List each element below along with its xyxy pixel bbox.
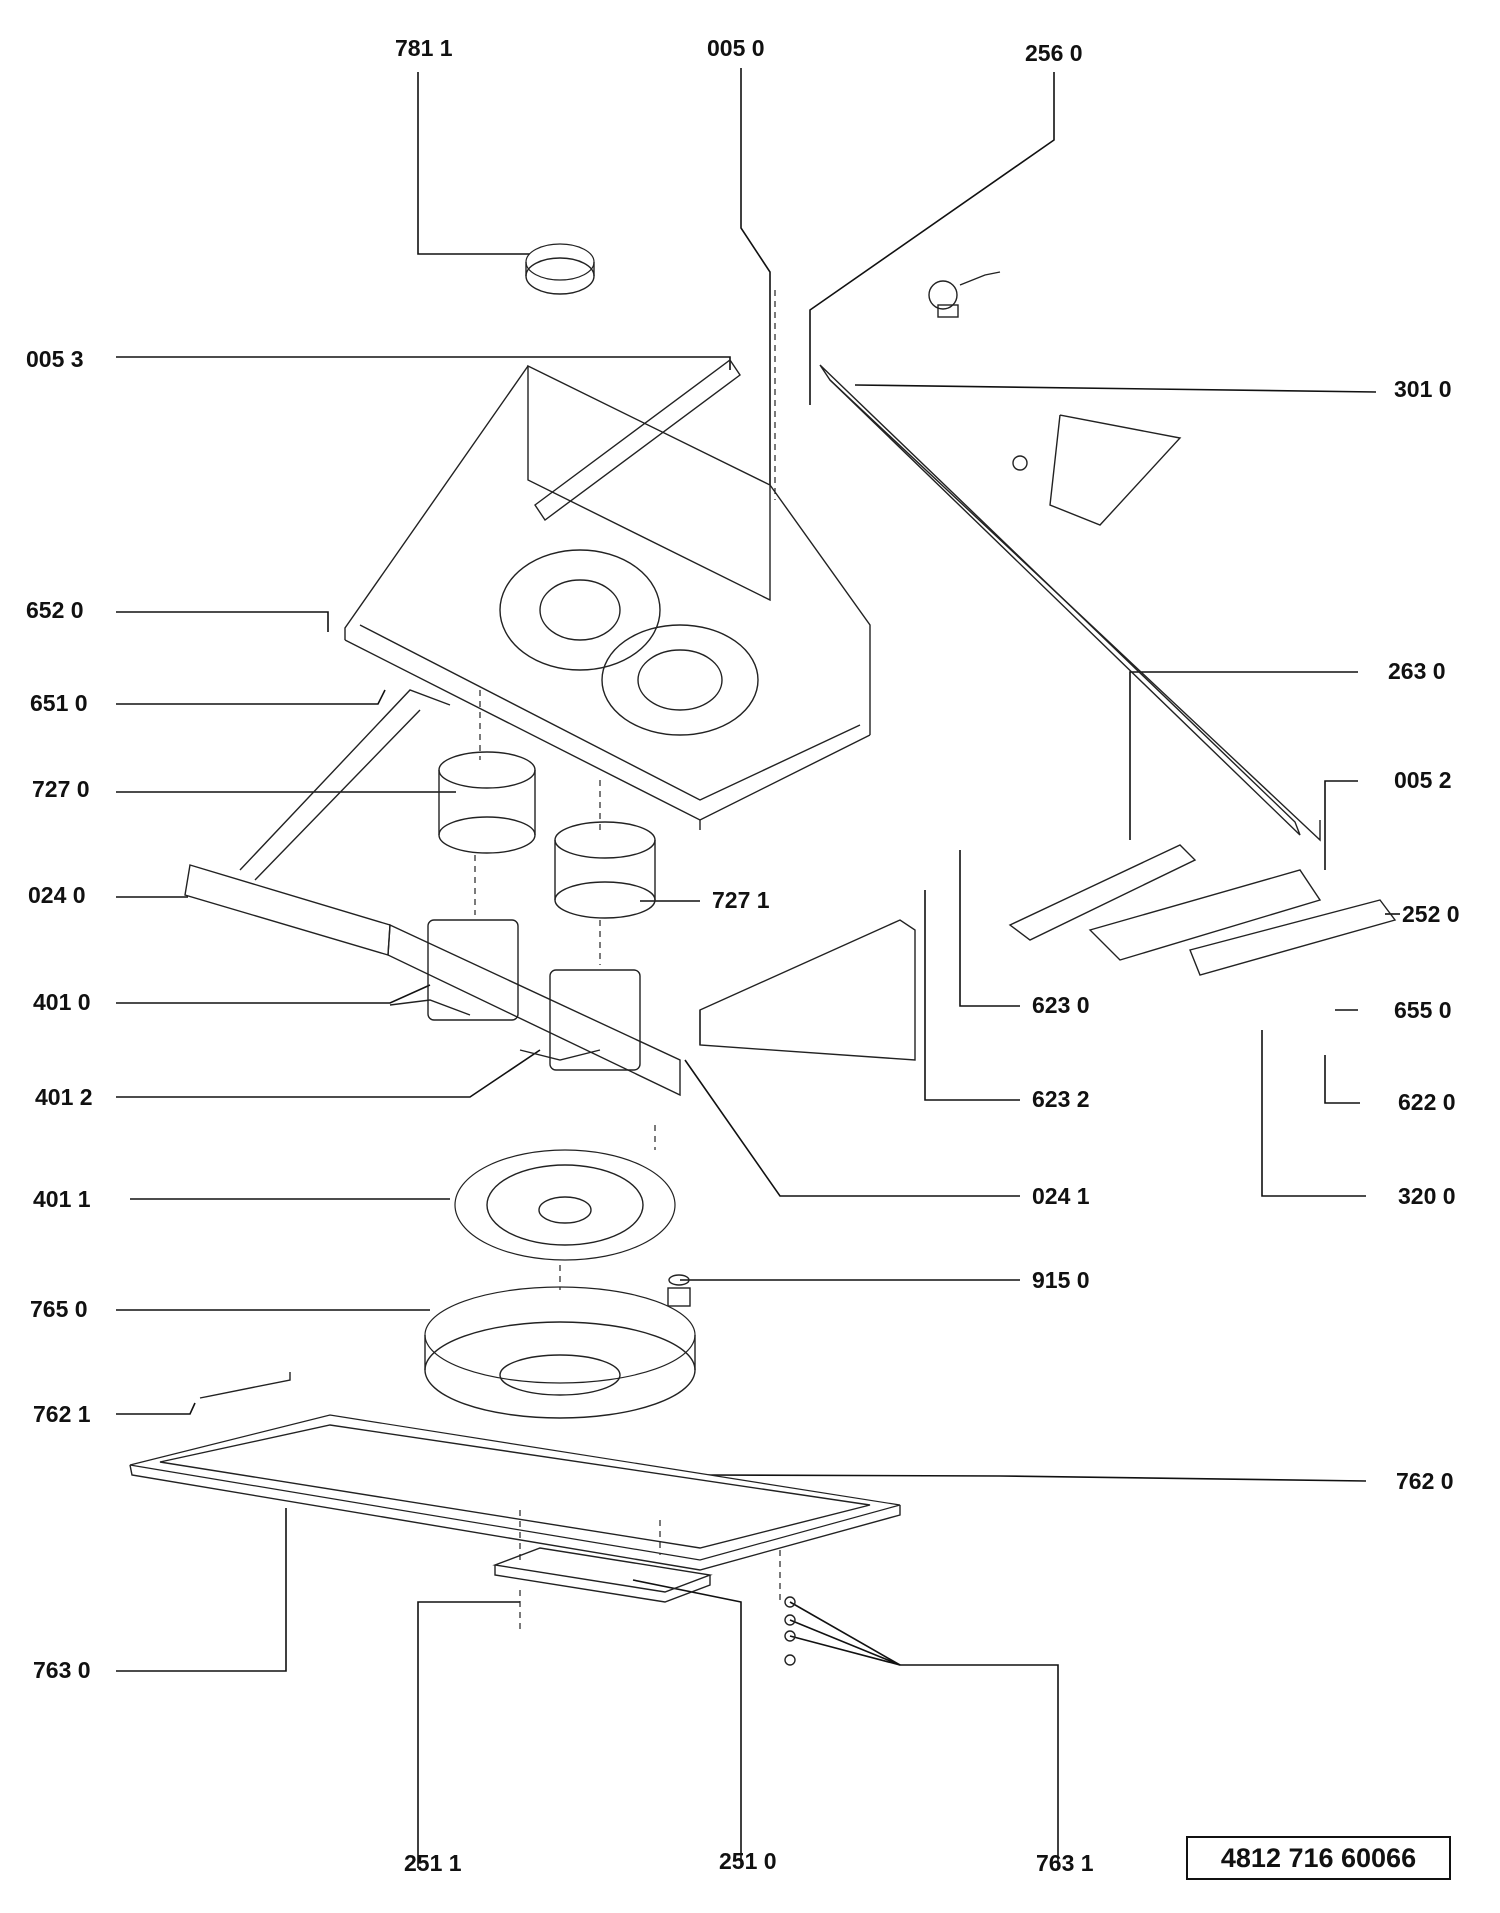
part-label-0053: 005 3 — [26, 346, 84, 372]
part-label-7271: 727 1 — [712, 887, 770, 913]
part-label-4012: 401 2 — [35, 1084, 93, 1110]
document-number: 4812 716 60066 — [1220, 1842, 1417, 1873]
part-label-0240: 024 0 — [28, 882, 86, 908]
part-label-6550: 655 0 — [1394, 997, 1452, 1023]
part-label-0050: 005 0 — [707, 35, 765, 61]
part-label-6520: 652 0 — [26, 597, 84, 623]
grease-filter-drawing — [424, 1286, 696, 1419]
part-label-7811: 781 1 — [395, 35, 453, 61]
lamp-holder-drawing — [928, 271, 1182, 526]
front-panel-drawing — [184, 689, 1397, 1097]
motor-drawing — [389, 919, 641, 1071]
part-label-4010: 401 0 — [33, 989, 91, 1015]
hood-body-drawing — [344, 290, 1321, 842]
light-cover-drawing — [492, 1510, 713, 1603]
document-number-box: 4812 716 60066 — [1186, 1836, 1451, 1880]
part-label-9150: 915 0 — [1032, 1267, 1090, 1293]
part-label-7270: 727 0 — [32, 776, 90, 802]
blower-housing-drawing — [499, 549, 759, 736]
knob-drawing — [667, 1274, 691, 1307]
assembly-axes — [474, 690, 656, 1290]
leader-lines — [116, 68, 1400, 1868]
part-label-3010: 301 0 — [1394, 376, 1452, 402]
part-label-7650: 765 0 — [30, 1296, 88, 1322]
fan-wheel-drawing — [438, 751, 656, 919]
screw-set-drawing — [519, 1550, 796, 1666]
lower-frame-drawing — [129, 1372, 901, 1571]
part-label-2520: 252 0 — [1402, 901, 1460, 927]
part-label-2511: 251 1 — [404, 1850, 462, 1876]
part-label-6510: 651 0 — [30, 690, 88, 716]
motor-plate-drawing — [454, 1149, 676, 1261]
part-label-7630: 763 0 — [33, 1657, 91, 1683]
outlet-spigot-drawing — [525, 243, 595, 295]
part-label-7621: 762 1 — [33, 1401, 91, 1427]
part-label-7620: 762 0 — [1396, 1468, 1454, 1494]
part-label-2510: 251 0 — [719, 1848, 777, 1874]
part-label-6230: 623 0 — [1032, 992, 1090, 1018]
part-label-0241: 024 1 — [1032, 1183, 1090, 1209]
part-label-4011: 401 1 — [33, 1186, 91, 1212]
part-label-2560: 256 0 — [1025, 40, 1083, 66]
part-label-3200: 320 0 — [1398, 1183, 1456, 1209]
part-label-7631: 763 1 — [1036, 1850, 1094, 1876]
part-label-2630: 263 0 — [1388, 658, 1446, 684]
part-label-0052: 005 2 — [1394, 767, 1452, 793]
part-label-6220: 622 0 — [1398, 1089, 1456, 1115]
part-label-6232: 623 2 — [1032, 1086, 1090, 1112]
